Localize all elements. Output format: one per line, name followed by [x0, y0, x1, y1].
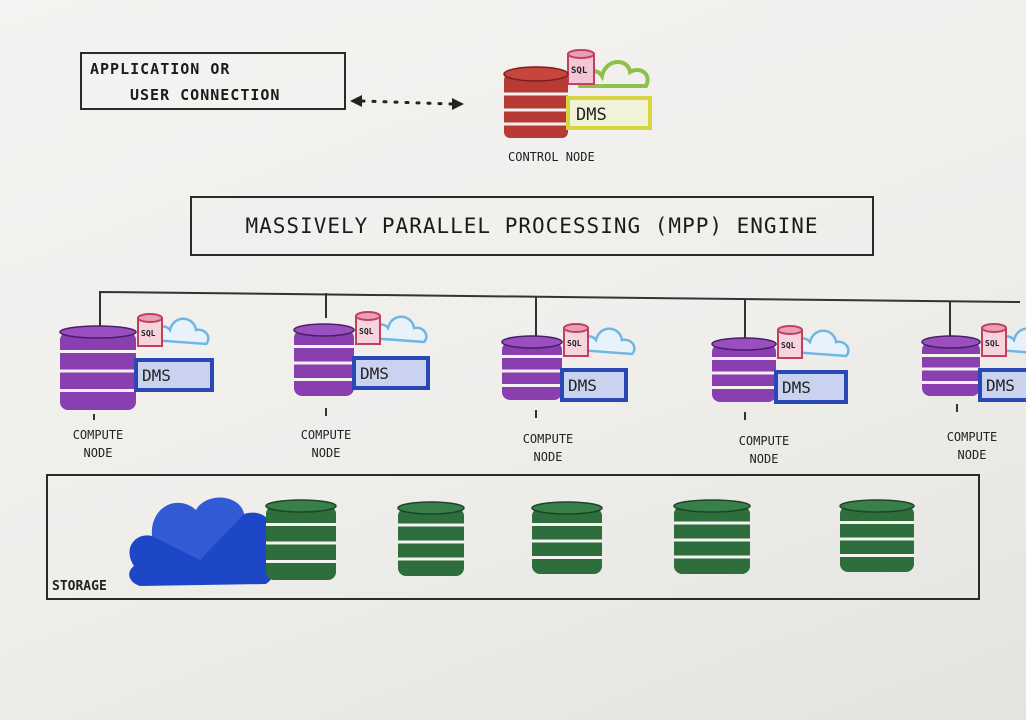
compute-dms-label: DMS: [986, 376, 1015, 395]
compute-sql-label: SQL: [567, 339, 582, 348]
compute-sql-label: SQL: [359, 327, 374, 336]
compute-node-5-line1: COMPUTE: [946, 430, 998, 444]
compute-node-1-line1: COMPUTE: [72, 428, 124, 442]
storage-database-icon-3: [531, 501, 603, 574]
compute-database-icon: [293, 323, 355, 396]
control-database-icon: [503, 66, 569, 138]
compute-dms-box: [352, 356, 430, 390]
compute-node-2-line1: COMPUTE: [300, 428, 352, 442]
storage-database-icon-1: [265, 499, 337, 580]
control-dms-box: DMS: [566, 96, 652, 130]
compute-node-3: SQL DMS: [501, 323, 636, 402]
storage-database-icon-2: [397, 501, 465, 576]
compute-node-3-line1: COMPUTE: [522, 432, 574, 446]
compute-database-icon: [711, 337, 777, 402]
compute-dms-box: [774, 370, 848, 404]
compute-node-1: SQL DMS: [59, 313, 214, 410]
application-label: APPLICATION OR: [90, 60, 231, 78]
compute-node-4-line1: COMPUTE: [738, 434, 790, 448]
compute-dms-box: [978, 368, 1026, 402]
storage-database-icon-5: [839, 499, 915, 572]
storage-database-icon-4: [673, 499, 751, 574]
compute-node-5-line2: NODE: [957, 448, 987, 462]
compute-dms-label: DMS: [142, 366, 171, 385]
arrow-head-left: [350, 95, 362, 107]
compute-node-5: SQL DMS: [921, 323, 1026, 402]
control-dms-label: DMS: [576, 105, 607, 125]
compute-sql-label: SQL: [141, 329, 156, 338]
compute-node-2: SQL DMS: [293, 311, 430, 396]
compute-dms-label: DMS: [360, 364, 389, 383]
compute-node-label-5: COMPUTE NODE: [932, 428, 1012, 464]
mpp-engine-title: MASSIVELY PARALLEL PROCESSING (MPP) ENGI…: [245, 214, 819, 238]
control-node-label: CONTROL NODE: [508, 150, 595, 164]
compute-node-3-line2: NODE: [533, 450, 563, 464]
compute-database-icon: [501, 335, 563, 400]
connection-arrow: [360, 99, 454, 106]
compute-node-label-2: COMPUTE NODE: [286, 426, 366, 462]
storage-label: STORAGE: [52, 579, 107, 594]
application-connection-box: APPLICATION OR USER CONNECTION: [80, 52, 346, 110]
compute-dms-box: [134, 358, 214, 392]
compute-dms-label: DMS: [568, 376, 597, 395]
storage-box: STORAGE: [46, 474, 980, 600]
compute-sql-label: SQL: [781, 341, 796, 350]
compute-database-icon: [921, 335, 981, 396]
storage-cloud-icon: [129, 497, 281, 586]
control-sql-label: SQL: [571, 66, 588, 76]
compute-bus: [99, 290, 1021, 340]
compute-node-label-3: COMPUTE NODE: [508, 430, 588, 466]
control-sql-can-icon: SQL: [567, 49, 595, 85]
compute-node-label-4: COMPUTE NODE: [724, 432, 804, 468]
compute-sql-label: SQL: [985, 339, 1000, 348]
compute-dms-label: DMS: [782, 378, 811, 397]
compute-node-4-line2: NODE: [749, 452, 779, 466]
compute-node-1-line2: NODE: [83, 446, 113, 460]
compute-node-4: SQL DMS: [711, 325, 850, 404]
compute-dms-box: [560, 368, 628, 402]
compute-node-label-1: COMPUTE NODE: [58, 426, 138, 462]
compute-node-2-line2: NODE: [311, 446, 341, 460]
arrow-head-right: [452, 98, 464, 110]
compute-database-icon: [59, 325, 137, 410]
mpp-engine-box: MASSIVELY PARALLEL PROCESSING (MPP) ENGI…: [190, 196, 874, 256]
user-connection-label: USER CONNECTION: [130, 86, 281, 104]
